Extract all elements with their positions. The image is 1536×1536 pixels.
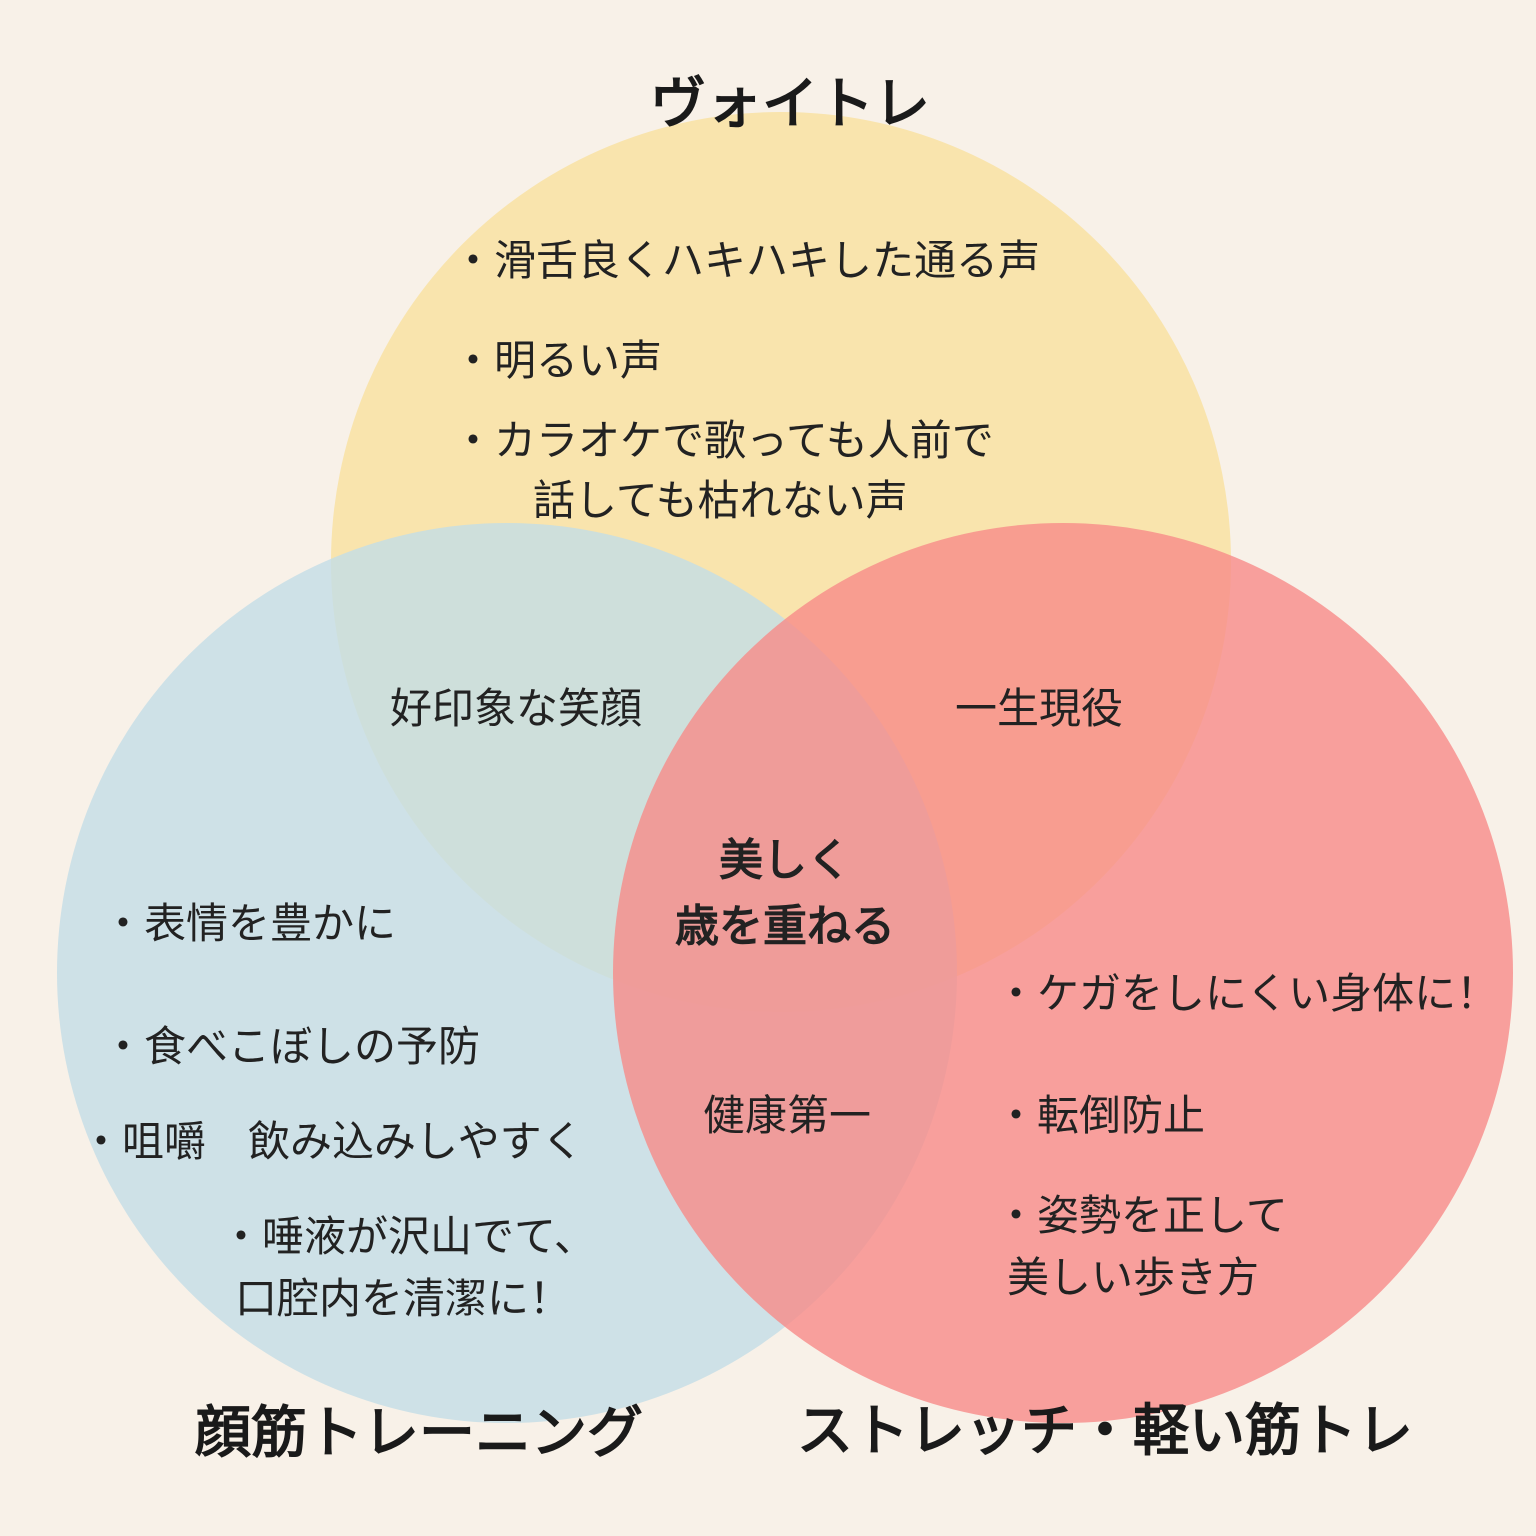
voice-item: ・カラオケで歌っても人前で <box>452 416 994 465</box>
voice-item: ・滑舌良くハキハキした通る声 <box>452 236 1041 285</box>
face-item: ・表情を豊かに <box>102 899 397 948</box>
face-title: 顔筋トレーニング <box>195 1401 643 1466</box>
intersection-face-stretch: 健康第一 <box>703 1091 872 1140</box>
stretch-title: ストレッチ・軽い筋トレ <box>797 1399 1413 1464</box>
center-line: 歳を重ねる <box>675 901 895 952</box>
intersection-voice-face: 好印象な笑顔 <box>390 684 643 733</box>
voice-title: ヴォイトレ <box>650 72 930 137</box>
face-item: ・咀嚼 飲み込みしやすく <box>80 1117 584 1166</box>
intersection-voice-stretch: 一生現役 <box>955 684 1124 733</box>
voice-item: ・明るい声 <box>452 336 663 385</box>
stretch-item: ・姿勢を正して <box>995 1191 1288 1240</box>
face-item: ・食べこぼしの予防 <box>102 1022 481 1071</box>
face-item: 口腔内を清潔に！ <box>235 1274 572 1323</box>
face-item: ・唾液が沢山でて、 <box>220 1212 596 1261</box>
stretch-item: 美しい歩き方 <box>1007 1253 1260 1302</box>
stretch-item: ・転倒防止 <box>995 1091 1206 1140</box>
voice-item: 話しても枯れない声 <box>533 476 908 525</box>
stretch-item: ・ケガをしにくい身体に！ <box>995 969 1499 1018</box>
center-label: 美しく 歳を重ねる <box>640 828 930 960</box>
stretch-circle <box>613 523 1513 1423</box>
center-line: 美しく <box>719 835 851 886</box>
